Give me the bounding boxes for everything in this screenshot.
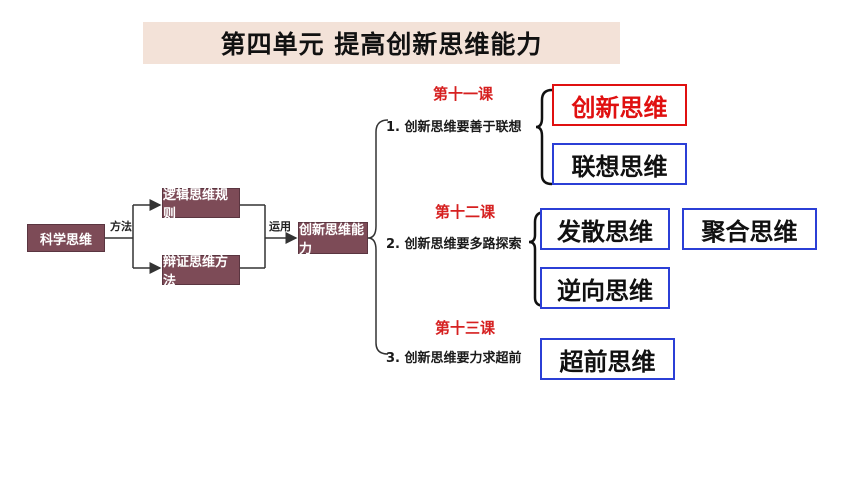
lesson-label: 第十二课 xyxy=(435,203,496,221)
requirement-text: 2. 创新思维要多路探索 xyxy=(386,237,522,252)
node-scientific-thinking: 科学思维 xyxy=(27,224,105,252)
node-logic-rules: 逻辑思维规则 xyxy=(162,188,240,222)
thinking-box-divergent: 发散思维 xyxy=(540,208,670,250)
requirement-text: 3. 创新思维要力求超前 xyxy=(386,351,522,366)
node-innovation-ability: 创新思维能力 xyxy=(298,222,368,257)
unit-title: 第四单元 提高创新思维能力 xyxy=(143,22,620,64)
edge-label-apply: 运用 xyxy=(269,220,291,233)
edge-label-method: 方法 xyxy=(110,220,132,233)
lesson1-brace xyxy=(535,88,553,186)
requirements-brace xyxy=(367,119,389,355)
lesson-label: 第十三课 xyxy=(435,319,496,337)
thinking-box-advanced: 超前思维 xyxy=(540,338,675,380)
thinking-box-reverse: 逆向思维 xyxy=(540,267,670,309)
lesson2-brace xyxy=(528,210,546,308)
thinking-box-associative: 联想思维 xyxy=(552,143,687,185)
node-dialectic-methods: 辩证思维方法 xyxy=(162,255,240,289)
requirement-text: 1. 创新思维要善于联想 xyxy=(386,120,522,135)
thinking-box-convergent: 聚合思维 xyxy=(682,208,817,250)
lesson-label: 第十一课 xyxy=(433,85,494,103)
thinking-box-innovative: 创新思维 xyxy=(552,84,687,126)
